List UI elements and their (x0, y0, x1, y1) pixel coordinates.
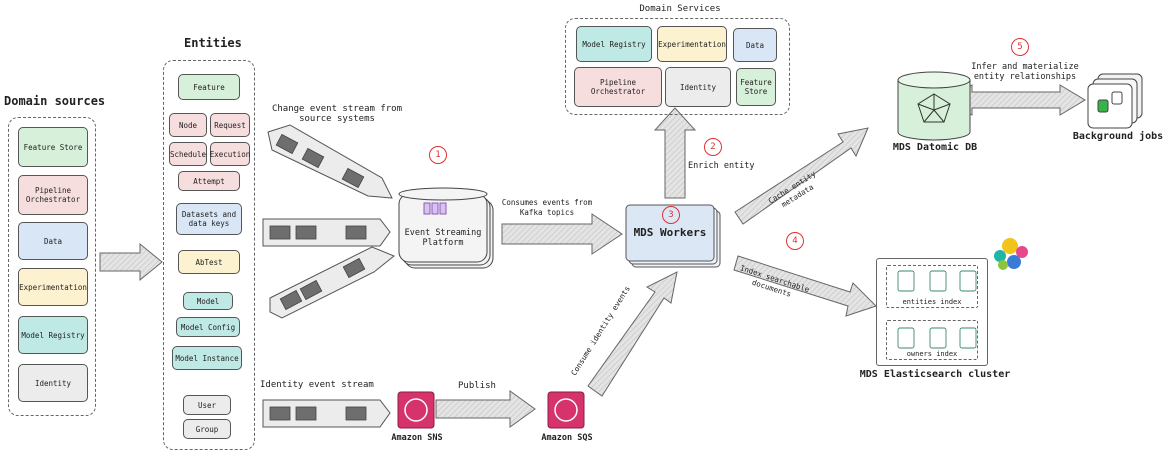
stream-pipe-top (267, 124, 393, 199)
service-feature-store: Feature Store (736, 68, 776, 106)
service-data: Data (733, 28, 777, 62)
consumes-label: Consumes events from Kafka topics (501, 198, 593, 217)
publish-label: Publish (458, 381, 496, 391)
service-model-registry: Model Registry (576, 26, 652, 62)
background-jobs-icon (1087, 73, 1143, 129)
source-experimentation: Experimentation (18, 268, 88, 306)
domain-sources-title: Domain sources (4, 94, 106, 108)
datomic-label: MDS Datomic DB (892, 142, 978, 153)
step-2-badge: 2 (704, 138, 722, 156)
entity-request: Request (210, 113, 250, 137)
entity-user: User (183, 395, 231, 415)
consume-identity-arrow (587, 271, 678, 397)
sns-icon (397, 391, 435, 429)
sqs-label: Amazon SQS (541, 433, 593, 443)
datomic-db-icon (897, 71, 971, 141)
sqs-icon (547, 391, 585, 429)
background-jobs-label: Background jobs (1072, 131, 1164, 142)
entity-model-config: Model Config (176, 317, 240, 337)
entity-feature: Feature (178, 74, 240, 100)
entities-title: Entities (184, 36, 242, 50)
entity-schedule: Schedule (169, 142, 207, 166)
source-pipeline-orchestrator: Pipeline Orchestrator (18, 175, 88, 215)
owners-index-label: owners index (906, 350, 958, 358)
event-streaming-platform-label: Event Streaming Platform (404, 228, 482, 248)
identity-event-stream-label: Identity event stream (260, 380, 374, 390)
cache-arrow (734, 127, 869, 225)
infer-label: Infer and materialize entity relationshi… (971, 62, 1079, 82)
enrich-entity-label: Enrich entity (688, 161, 755, 171)
service-pipeline-orchestrator: Pipeline Orchestrator (574, 67, 662, 107)
source-feature-store: Feature Store (18, 127, 88, 167)
source-model-registry: Model Registry (18, 316, 88, 354)
envelope-icons (269, 133, 367, 421)
step-4-badge: 4 (786, 232, 804, 250)
source-data: Data (18, 222, 88, 260)
sources-to-entities-arrow (99, 242, 163, 282)
entity-datasets: Datasets and data keys (176, 203, 242, 235)
elasticsearch-title: MDS Elasticsearch cluster (859, 369, 1011, 380)
entities-container (163, 60, 255, 450)
step-3-badge: 3 (662, 206, 680, 224)
entities-index-box (886, 265, 978, 308)
entity-model-instance: Model Instance (172, 346, 242, 370)
domain-sources-container (8, 117, 96, 416)
elasticsearch-cluster-box (876, 258, 988, 366)
owners-index-box (886, 320, 978, 360)
elasticsearch-logo (994, 238, 1028, 270)
entity-attempt: Attempt (178, 171, 240, 191)
platform-to-workers-arrow (501, 213, 623, 255)
enrich-arrow (653, 107, 697, 199)
entity-group: Group (183, 419, 231, 439)
source-identity: Identity (18, 364, 88, 402)
service-identity: Identity (665, 67, 731, 107)
step-1-badge: 1 (429, 146, 447, 164)
domain-services-container (565, 18, 790, 115)
index-arrow (733, 255, 877, 317)
entity-node: Node (169, 113, 207, 137)
entities-index-label: entities index (902, 298, 962, 306)
entity-execution: Execution (210, 142, 250, 166)
infer-arrow (947, 84, 1086, 116)
index-doc-icons (897, 270, 977, 349)
mds-workers-label: MDS Workers (633, 226, 707, 239)
entity-model: Model (183, 292, 233, 310)
mds-workers-stack (625, 204, 721, 268)
publish-arrow (435, 390, 536, 428)
step-5-badge: 5 (1011, 38, 1029, 56)
change-event-stream-label: Change event stream from source systems (271, 104, 403, 124)
service-experimentation: Experimentation (657, 26, 727, 62)
sns-label: Amazon SNS (391, 433, 443, 443)
event-streaming-platform-icon (398, 187, 494, 269)
entity-abtest: AbTest (178, 250, 240, 274)
domain-services-title: Domain Services (639, 4, 721, 14)
